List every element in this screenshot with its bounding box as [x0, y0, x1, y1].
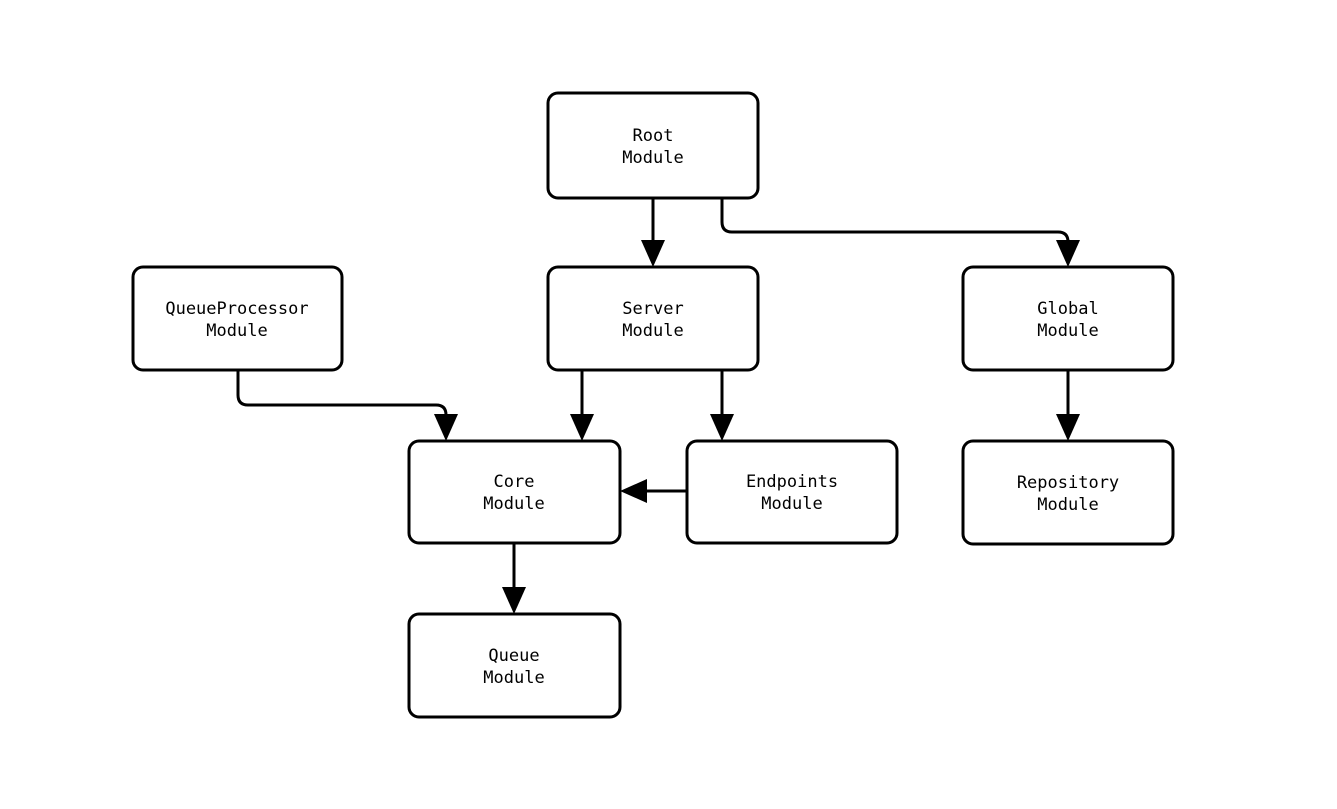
- arrowhead-icon: [710, 414, 734, 441]
- node-queue-module[interactable]: Queue Module: [407, 612, 622, 719]
- node-core-module[interactable]: Core Module: [407, 439, 622, 545]
- arrowhead-icon: [570, 414, 594, 441]
- node-label-line2: Module: [483, 494, 544, 514]
- node-box[interactable]: [685, 439, 899, 545]
- node-endpoints-module[interactable]: Endpoints Module: [685, 439, 899, 545]
- arrowhead-icon: [641, 240, 665, 267]
- node-layer: Root Module QueueProcessor Module Server…: [131, 91, 1175, 719]
- arrowhead-icon: [1056, 414, 1080, 441]
- node-queueprocessor-module[interactable]: QueueProcessor Module: [131, 265, 344, 372]
- edge-global-to-repository: [1056, 370, 1080, 441]
- node-box[interactable]: [961, 265, 1175, 372]
- edge-server-to-endpoints: [710, 370, 734, 441]
- node-box[interactable]: [546, 91, 760, 200]
- node-label-line2: Module: [483, 668, 544, 688]
- node-label-line2: Module: [761, 494, 822, 514]
- arrowhead-icon: [434, 414, 458, 441]
- node-label-line2: Module: [206, 321, 267, 341]
- node-label-line1: Global: [1037, 299, 1098, 319]
- node-label-line1: Repository: [1017, 473, 1119, 493]
- node-root-module[interactable]: Root Module: [546, 91, 760, 200]
- node-label-line1: Root: [633, 126, 674, 146]
- node-box[interactable]: [961, 439, 1175, 546]
- edge-root-to-global: [720, 198, 1080, 267]
- node-server-module[interactable]: Server Module: [546, 265, 760, 372]
- edge-core-to-queue: [502, 543, 526, 614]
- arrowhead-icon: [502, 587, 526, 614]
- node-label-line2: Module: [1037, 321, 1098, 341]
- node-label-line2: Module: [1037, 495, 1098, 515]
- arrowhead-icon: [620, 479, 647, 503]
- node-label-line2: Module: [622, 321, 683, 341]
- edge-endpoints-to-core: [620, 479, 687, 503]
- node-label-line1: Server: [622, 299, 683, 319]
- node-label-line1: Endpoints: [746, 472, 838, 492]
- node-label-line1: Queue: [488, 646, 539, 666]
- node-label-line2: Module: [622, 148, 683, 168]
- edge-line: [720, 198, 1070, 251]
- node-repository-module[interactable]: Repository Module: [961, 439, 1175, 546]
- edge-layer: [236, 198, 1080, 614]
- edge-root-to-server: [641, 198, 665, 267]
- arrowhead-icon: [1056, 240, 1080, 267]
- node-box[interactable]: [131, 265, 344, 372]
- node-box[interactable]: [407, 612, 622, 719]
- edge-server-to-core: [570, 370, 594, 441]
- node-box[interactable]: [546, 265, 760, 372]
- edge-queueprocessor-to-core: [236, 370, 458, 441]
- node-label-line1: QueueProcessor: [165, 299, 308, 319]
- node-box[interactable]: [407, 439, 622, 545]
- edge-line: [236, 370, 448, 425]
- node-global-module[interactable]: Global Module: [961, 265, 1175, 372]
- node-label-line1: Core: [494, 472, 535, 492]
